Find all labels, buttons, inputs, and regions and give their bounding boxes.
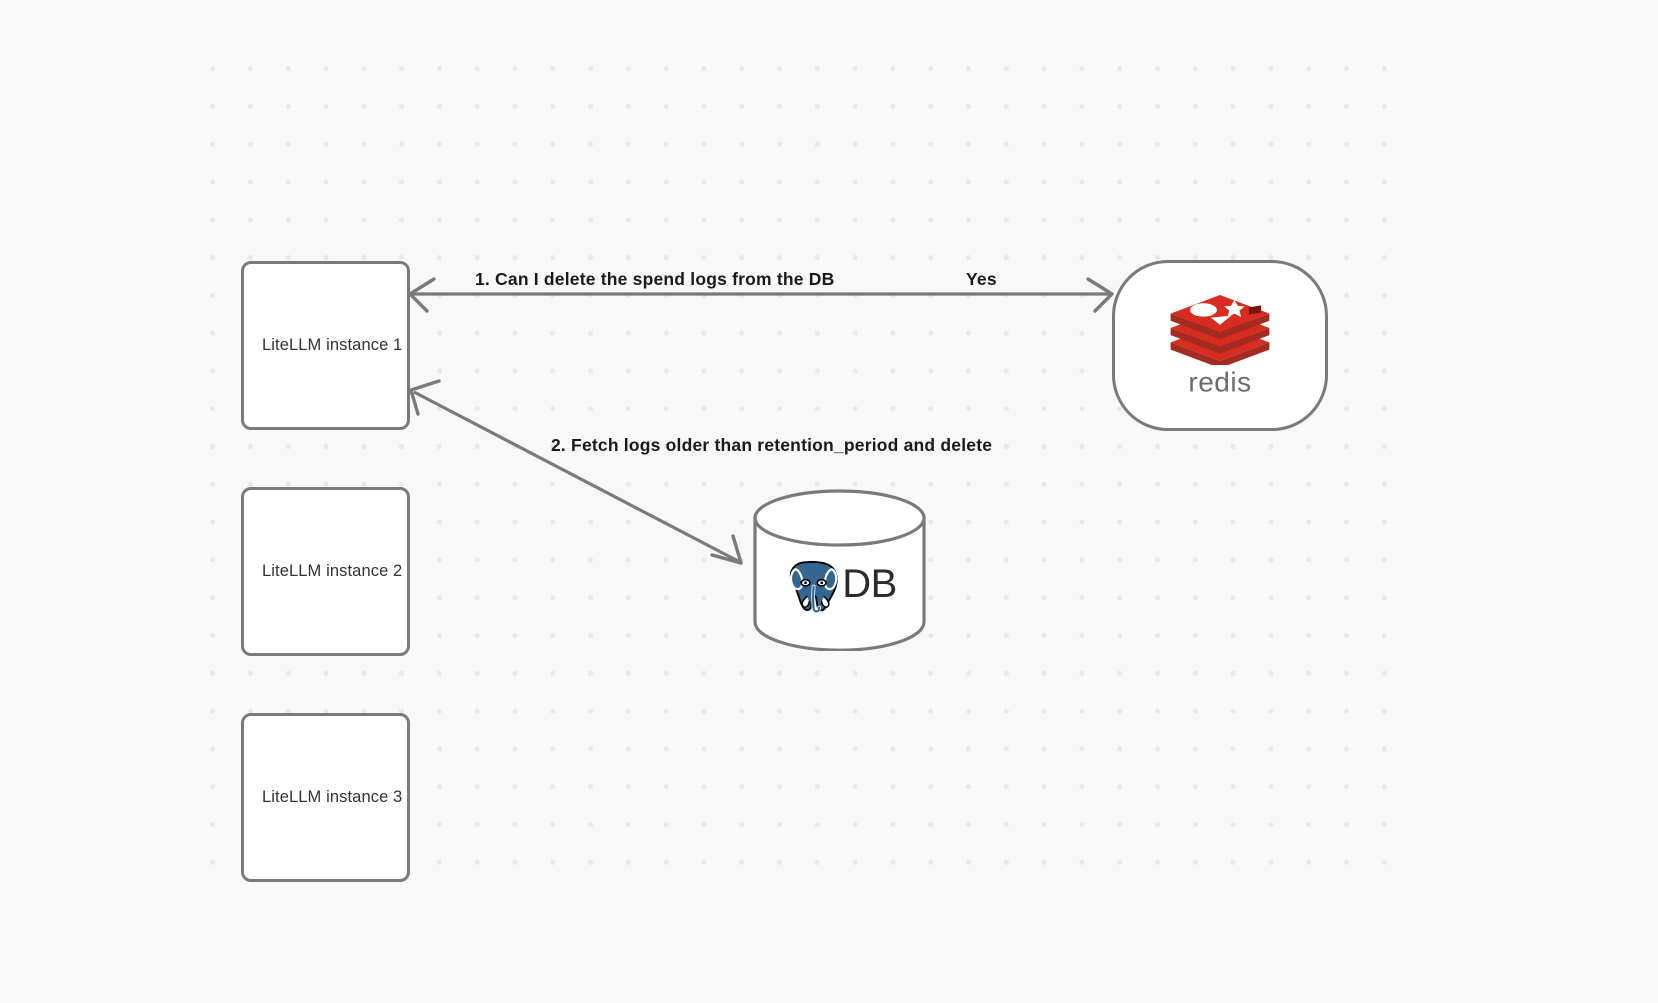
svg-text:redis: redis bbox=[1188, 366, 1251, 397]
node-litellm-instance-1[interactable]: LiteLLM instance 1 bbox=[241, 261, 410, 430]
database-label-row: DB bbox=[752, 547, 927, 621]
node-database[interactable]: DB bbox=[752, 489, 927, 651]
node-litellm-instance-2[interactable]: LiteLLM instance 2 bbox=[241, 487, 410, 656]
database-label: DB bbox=[842, 562, 897, 606]
redis-logo-icon bbox=[1170, 294, 1270, 365]
node-litellm-instance-1-label: LiteLLM instance 1 bbox=[262, 336, 403, 354]
edge-label-step-1-response: Yes bbox=[966, 269, 997, 289]
edge-label-step-2: 2. Fetch logs older than retention_perio… bbox=[551, 435, 993, 455]
node-litellm-instance-2-label: LiteLLM instance 2 bbox=[262, 562, 403, 580]
cylinder-shape-icon bbox=[753, 489, 926, 651]
node-litellm-instance-3-label: LiteLLM instance 3 bbox=[262, 788, 403, 806]
postgresql-elephant-icon bbox=[788, 559, 840, 614]
node-redis[interactable]: redis bbox=[1112, 260, 1328, 431]
edge-litellm1-db bbox=[409, 379, 743, 565]
redis-wordmark-label: redis bbox=[1188, 366, 1251, 397]
node-litellm-instance-3[interactable]: LiteLLM instance 3 bbox=[241, 713, 410, 882]
edge-label-step-1: 1. Can I delete the spend logs from the … bbox=[475, 269, 835, 289]
